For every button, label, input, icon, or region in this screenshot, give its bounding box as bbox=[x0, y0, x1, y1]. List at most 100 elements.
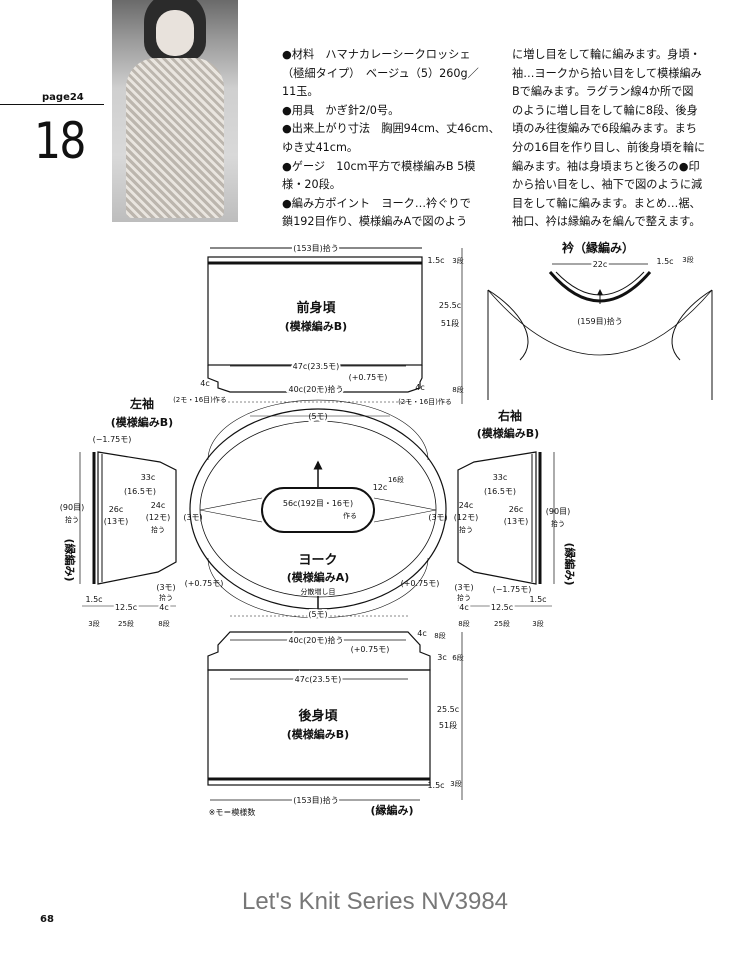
yoke-5mo-top: (5モ) bbox=[308, 412, 327, 421]
right-sleeve-25dan: 25段 bbox=[494, 619, 510, 628]
yoke-note: 分散増し目 bbox=[301, 587, 336, 596]
back-edge: (縁編み) bbox=[370, 803, 413, 817]
back-8dan: 8段 bbox=[434, 631, 445, 640]
left-sleeve-pick: 拾う bbox=[151, 525, 165, 534]
back-255: 25.5c bbox=[437, 705, 459, 714]
back-title: 後身頃 bbox=[298, 708, 338, 724]
front-47: 47c(23.5モ) bbox=[293, 362, 340, 371]
yoke-center: 56c(192目・16モ) bbox=[283, 499, 353, 508]
left-sleeve-90-pick: 拾う bbox=[65, 515, 79, 524]
left-sleeve-3mo: (3モ) bbox=[156, 583, 175, 592]
front-pattern: (模様編みB) bbox=[285, 319, 347, 333]
back-4c: 4c bbox=[417, 629, 427, 638]
instruction-line: ●材料 ハマナカレーシークロッシェ bbox=[282, 48, 471, 61]
instruction-line: 分の16目を作り目し、前後身頃を輪に bbox=[512, 140, 706, 154]
front-4c-left: 4c bbox=[200, 379, 210, 388]
yoke-3mo-left: (3モ) bbox=[183, 513, 202, 522]
page-number: 68 bbox=[40, 914, 54, 925]
right-sleeve-12mo: (12モ) bbox=[454, 513, 478, 522]
front-15c: 1.5c bbox=[427, 256, 444, 265]
back-6dan: 6段 bbox=[452, 653, 463, 662]
left-sleeve-4c: 4c bbox=[159, 603, 169, 612]
instruction-line: ●編み方ポイント ヨーク…衿ぐりで bbox=[282, 196, 471, 210]
front-40: 40c(20モ)拾う bbox=[289, 384, 344, 394]
left-sleeve-90: (90目) bbox=[60, 503, 84, 512]
yoke-3mo-right: (3モ) bbox=[428, 513, 447, 522]
instruction-line: 11玉。 bbox=[282, 85, 319, 99]
instruction-line: 頃のみ往復編みで6段編みます。まち bbox=[512, 122, 697, 136]
right-sleeve-26c: 26c bbox=[509, 505, 524, 514]
yoke-pattern: (模様編みA) bbox=[287, 570, 350, 584]
right-sleeve-plus075: (+0.75モ) bbox=[401, 579, 440, 588]
instructions-column-2: に増し目をして輪に編みます。身頃・ 袖…ヨークから拾い目をして模様編み Bで編み… bbox=[512, 46, 718, 232]
left-sleeve-minus175: (−1.75モ) bbox=[93, 435, 132, 444]
yoke-title: ヨーク bbox=[298, 553, 337, 568]
page-reference: page24 bbox=[42, 92, 84, 103]
instruction-line: のように増し目をして輪に8段、後身 bbox=[512, 103, 698, 117]
left-sleeve-13mo: (13モ) bbox=[104, 517, 128, 526]
right-sleeve-3dan: 3段 bbox=[532, 619, 543, 628]
left-sleeve-15c: 1.5c bbox=[85, 595, 102, 604]
front-left-note: (2モ・16目)作る bbox=[173, 395, 227, 404]
collar-count: (159目)拾う bbox=[577, 316, 623, 326]
right-sleeve-33c: 33c bbox=[493, 473, 508, 482]
back-3c: 3c bbox=[437, 653, 447, 662]
left-sleeve-title: 左袖 bbox=[129, 396, 154, 411]
model-photo bbox=[112, 0, 238, 222]
instruction-line: に増し目をして輪に編みます。身頃・ bbox=[512, 48, 701, 61]
collar-title: 衿（縁編み） bbox=[562, 240, 634, 255]
right-sleeve-4c: 4c bbox=[459, 603, 469, 612]
right-sleeve-8dan: 8段 bbox=[458, 619, 469, 628]
right-sleeve-90: (90目) bbox=[546, 507, 570, 516]
front-4c-right: 4c bbox=[415, 383, 425, 392]
back-pattern: (模様編みB) bbox=[287, 727, 349, 741]
left-sleeve: 左袖 (模様編みB) (−1.75モ) 33c (16.5モ) 26c (13モ… bbox=[60, 396, 224, 628]
yoke-16dan: 16段 bbox=[388, 475, 404, 484]
instruction-line: ●用具 かぎ針2/0号。 bbox=[282, 103, 400, 117]
front-top-count: (153目)拾う bbox=[293, 243, 339, 253]
footnote: ※モ＝模様数 bbox=[209, 807, 256, 817]
instruction-line: から拾い目をし、袖下で図のように減 bbox=[512, 178, 703, 192]
instruction-line: 編みます。袖は身頃まちと後ろの●印 bbox=[512, 159, 700, 173]
right-sleeve-pick2: 拾う bbox=[457, 593, 471, 602]
instruction-line: 様・20段。 bbox=[282, 178, 341, 192]
left-sleeve-26c: 26c bbox=[109, 505, 124, 514]
left-sleeve-plus075: (+0.75モ) bbox=[185, 579, 224, 588]
left-sleeve-12mo: (12モ) bbox=[146, 513, 170, 522]
instruction-line: 目をして輪に編みます。まとめ…裾、 bbox=[512, 196, 701, 210]
left-sleeve-125: 12.5c bbox=[115, 603, 137, 612]
front-title: 前身頃 bbox=[296, 300, 336, 316]
instruction-line: Bで編みます。ラグラン線4か所で図 bbox=[512, 85, 694, 99]
left-sleeve-3dan: 3段 bbox=[88, 619, 99, 628]
right-sleeve: 右袖 (模様編みB) 33c (16.5モ) 24c (12モ) 拾う 26c … bbox=[401, 408, 577, 628]
right-sleeve-15c: 1.5c bbox=[529, 595, 546, 604]
right-sleeve-pattern: (模様編みB) bbox=[477, 426, 539, 440]
yoke-center-note: 作る bbox=[343, 511, 357, 520]
back-15c: 1.5c bbox=[427, 781, 444, 790]
front-255: 25.5c bbox=[439, 301, 461, 310]
instructions-column-1: ●材料 ハマナカレーシークロッシェ （極細タイプ） ベージュ（5）260g／ 1… bbox=[282, 46, 502, 232]
left-sleeve-25dan: 25段 bbox=[118, 619, 134, 628]
instruction-line: ゆき丈41cm。 bbox=[282, 140, 359, 154]
instruction-line: ●ゲージ 10cm平方で模様編みB 5模 bbox=[282, 159, 476, 173]
back-51: 51段 bbox=[439, 720, 457, 730]
left-sleeve-165: (16.5モ) bbox=[124, 487, 156, 496]
back-body: 40c(20モ)拾う (+0.75モ) 4c 8段 3c 6段 47c(23.5… bbox=[207, 629, 464, 817]
left-sleeve-edge: (縁編み) bbox=[63, 538, 77, 581]
left-sleeve-pattern: (模様編みB) bbox=[111, 415, 173, 429]
collar-3dan: 3段 bbox=[682, 255, 693, 264]
right-sleeve-title: 右袖 bbox=[497, 408, 522, 423]
instruction-line: 袖…ヨークから拾い目をして模様編み bbox=[512, 66, 702, 80]
collar-15c: 1.5c bbox=[656, 257, 673, 266]
back-plus075: (+0.75モ) bbox=[351, 645, 390, 654]
series-title: Let's Knit Series NV3984 bbox=[241, 888, 509, 915]
left-sleeve-24c: 24c bbox=[151, 501, 166, 510]
right-sleeve-edge: (縁編み) bbox=[563, 542, 577, 585]
front-plus075: (+0.75モ) bbox=[349, 373, 388, 382]
front-8dan: 8段 bbox=[452, 385, 463, 394]
right-sleeve-minus175: (−1.75モ) bbox=[493, 585, 532, 594]
instruction-line: 袖口、衿は縁編みを編んで整えます。 bbox=[512, 215, 701, 229]
pattern-number: 18 bbox=[34, 112, 86, 170]
instruction-line: （極細タイプ） ベージュ（5）260g／ bbox=[282, 66, 479, 80]
left-sleeve-8dan: 8段 bbox=[158, 619, 169, 628]
